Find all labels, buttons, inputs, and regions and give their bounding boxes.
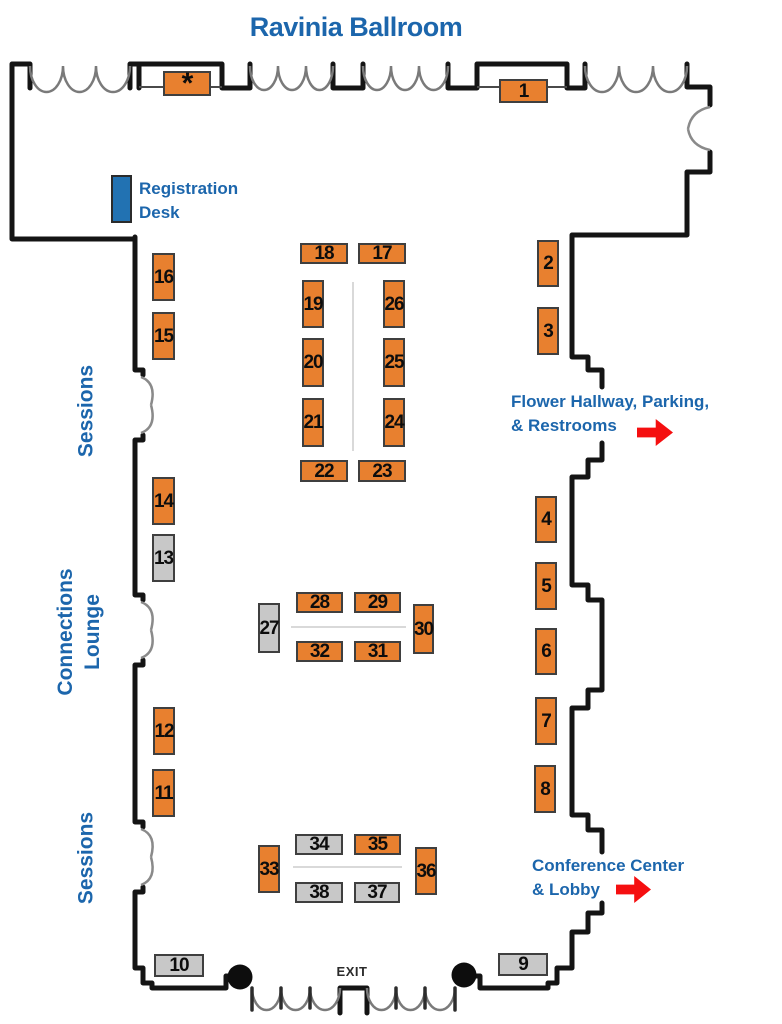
booth-30: 30 xyxy=(413,604,434,654)
registration-desk-shape xyxy=(111,175,132,223)
exit-door-frame xyxy=(337,985,370,1016)
booth-23: 23 xyxy=(358,460,406,482)
column-dot-left xyxy=(227,964,253,990)
booth-29: 29 xyxy=(354,592,401,613)
booth-20: 20 xyxy=(302,338,324,387)
sessions-label-top: Sessions xyxy=(74,364,98,458)
booth-19: 19 xyxy=(302,280,324,328)
booth-4: 4 xyxy=(535,496,557,543)
flower-hallway-label: Flower Hallway, Parking, & Restrooms xyxy=(511,392,710,435)
booth-13: 13 xyxy=(152,534,175,582)
booth-28: 28 xyxy=(296,592,343,613)
booth-3: 3 xyxy=(537,307,559,355)
booth-star: * xyxy=(163,68,211,98)
booth-26: 26 xyxy=(383,280,405,328)
booth-6: 6 xyxy=(535,628,557,675)
bottom-drapes xyxy=(250,986,457,1012)
divider-lines xyxy=(291,282,406,868)
exit-label: EXIT xyxy=(336,964,368,979)
sessions-label-bottom: Sessions xyxy=(74,811,98,905)
booth-10: 10 xyxy=(154,954,204,977)
booth-5: 5 xyxy=(535,562,557,610)
booth-32: 32 xyxy=(296,641,343,662)
registration-desk-label: Registration Desk xyxy=(139,179,239,222)
booth-34: 34 xyxy=(295,834,343,855)
column-dots xyxy=(227,962,477,990)
booth-21: 21 xyxy=(302,398,324,447)
booth-15: 15 xyxy=(152,312,175,360)
booth-18: 18 xyxy=(300,243,348,264)
booth-11: 11 xyxy=(152,769,175,817)
booth-9: 9 xyxy=(498,953,548,976)
booth-12: 12 xyxy=(153,707,175,755)
door-arcs xyxy=(140,105,711,887)
booth-25: 25 xyxy=(383,338,405,387)
booth-1: 1 xyxy=(499,79,548,103)
booth-35: 35 xyxy=(354,834,401,855)
booth-2: 2 xyxy=(537,240,559,287)
conference-center-label: Conference Center & Lobby xyxy=(532,856,685,899)
connections-lounge-label: Connections Lounge xyxy=(54,568,104,696)
top-drapes xyxy=(28,65,689,94)
booth-8: 8 xyxy=(534,765,556,813)
booth-7: 7 xyxy=(535,697,557,745)
booth-22: 22 xyxy=(300,460,348,482)
page-title: Ravinia Ballroom xyxy=(249,12,463,42)
booth-38: 38 xyxy=(295,882,343,903)
booth-31: 31 xyxy=(354,641,401,662)
column-dot-right xyxy=(451,962,477,988)
booth-33: 33 xyxy=(258,845,280,893)
booth-27: 27 xyxy=(258,603,280,653)
booth-17: 17 xyxy=(358,243,406,264)
booth-14: 14 xyxy=(152,477,175,525)
booth-16: 16 xyxy=(152,253,175,301)
booth-36: 36 xyxy=(415,847,437,895)
booth-24: 24 xyxy=(383,398,405,447)
booth-37: 37 xyxy=(354,882,400,903)
